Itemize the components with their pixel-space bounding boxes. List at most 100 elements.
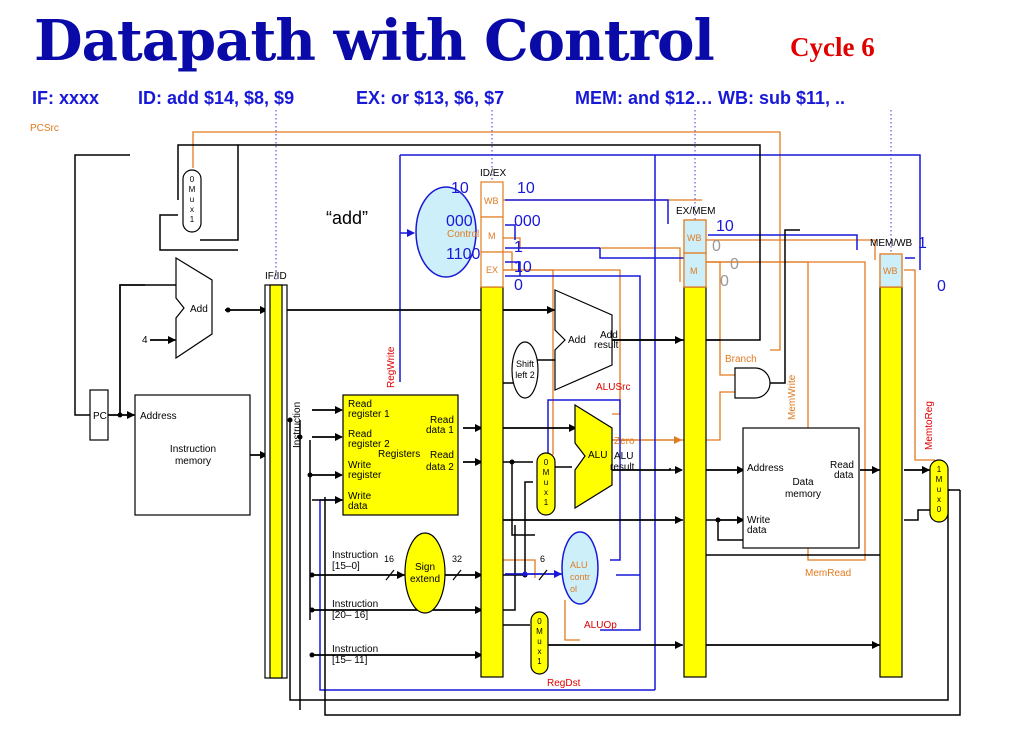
regdst-label: RegDst	[547, 678, 581, 689]
field-15-11-b: [15– 11]	[332, 655, 368, 666]
wb-mux-m: M	[936, 475, 943, 484]
pc-mux	[182, 169, 202, 233]
stage-id: ID: add $14, $8, $9	[138, 88, 295, 108]
exmem-m-b: 0	[730, 256, 739, 273]
reg-rd2-b: data 2	[426, 462, 454, 473]
alusrc-mux-m: M	[543, 468, 550, 477]
wb-mux-1: 1	[937, 465, 942, 474]
wb-mux-u: u	[937, 485, 941, 494]
alu-label: ALU	[588, 450, 607, 461]
reg-read1-b: register 1	[348, 409, 390, 420]
idex-ex-a: 1	[514, 239, 523, 256]
memwrite-label: MemWrite	[787, 374, 798, 420]
control-unit	[415, 186, 477, 278]
imem-address-label: Address	[140, 411, 177, 422]
memwb-label: MEM/WB	[870, 238, 913, 249]
shift-left-2	[511, 341, 539, 399]
reg-rd1-a: Read	[430, 415, 454, 426]
register-file	[342, 394, 459, 516]
const-four: 4	[142, 335, 148, 346]
reg-write-a: Write	[348, 460, 372, 471]
pc-mux-0: 0	[190, 175, 195, 184]
alu-control-a: ALU	[570, 560, 588, 570]
alusrc-mux	[536, 452, 556, 516]
instruction-memory	[134, 394, 251, 516]
exmem-wb-field: WB	[687, 233, 702, 243]
reg-read2-a: Read	[348, 429, 372, 440]
dmem-wdata-b: data	[747, 525, 767, 536]
idex-ex-b: 10	[514, 259, 532, 276]
alusrc-mux-1: 1	[544, 498, 549, 507]
alu-zero-label: Zero	[614, 436, 635, 447]
data-memory	[742, 427, 860, 549]
registers-title: Registers	[378, 449, 420, 460]
reg-rd1-b: data 1	[426, 425, 454, 436]
reg-wdata-b: data	[348, 501, 368, 512]
idex-label: ID/EX	[480, 168, 506, 179]
stage-mem-wb: MEM: and $12… WB: sub $11, ..	[575, 88, 846, 108]
regwrite-label: RegWrite	[386, 346, 397, 388]
alu-control	[561, 531, 599, 605]
reg-rd2-a: Read	[430, 450, 454, 461]
alu-control-b: contr	[570, 572, 590, 582]
alu	[574, 403, 613, 510]
dmem-wdata-a: Write	[747, 515, 771, 526]
ifid-label: IF/ID	[265, 271, 287, 282]
field-20-16-b: [20– 16]	[332, 610, 368, 621]
stage-if: IF: xxxx	[32, 88, 100, 108]
memtoreg-label: MemtoReg	[924, 401, 935, 450]
branch-label: Branch	[725, 354, 757, 365]
dmem-read-a: Read	[830, 460, 854, 471]
idex-m-in: 000	[446, 213, 473, 230]
dmem-label-a: Data	[792, 477, 814, 488]
exmem-m-c: 0	[720, 273, 729, 290]
idex-wb-out: 10	[517, 180, 535, 197]
dmem-label-b: memory	[785, 489, 821, 500]
alusrc-mux-u: u	[544, 478, 548, 487]
regdst-mux	[530, 611, 549, 675]
dmem-address: Address	[747, 463, 784, 474]
idex-wb-field: WB	[484, 196, 499, 206]
pcsrc-label: PCSrc	[30, 123, 59, 134]
aluop-label: ALUOp	[584, 620, 617, 631]
shift-left-a: Shift	[516, 359, 535, 369]
width-6: 6	[540, 554, 545, 564]
reg-read2-b: register 2	[348, 439, 390, 450]
alu-result-a: ALU	[614, 451, 633, 462]
control-label: Control	[447, 229, 479, 240]
idex-wb-in: 10	[451, 180, 469, 197]
width-16: 16	[384, 554, 394, 564]
dmem-read-b: data	[834, 470, 854, 481]
branch-adder-label: Add	[568, 335, 586, 346]
regdst-mux-m: M	[536, 627, 543, 636]
memread-label: MemRead	[805, 568, 851, 579]
instruction-vertical-label: Instruction	[292, 402, 303, 448]
memwb-b: 0	[937, 278, 946, 295]
alu-result-b: result	[610, 462, 635, 473]
idex-m-field: M	[488, 231, 496, 241]
exmem-m-field: M	[690, 266, 698, 276]
exmem-label: EX/MEM	[676, 206, 715, 217]
branch-and-gate	[734, 367, 771, 399]
exmem-m-a: 0	[712, 238, 721, 255]
pc-mux-m: M	[189, 185, 196, 194]
reg-write-b: register	[348, 470, 382, 481]
pc-register	[89, 389, 109, 441]
sign-extend-a: Sign	[415, 562, 435, 573]
wb-mux-0: 0	[937, 505, 942, 514]
branch-adder	[554, 289, 613, 391]
pc-mux-x: x	[190, 205, 194, 214]
exmem-wb-out: 10	[716, 218, 734, 235]
branch-adder-result-b: result	[594, 340, 619, 351]
stage-ex: EX: or $13, $6, $7	[356, 88, 505, 108]
pc-adder-label: Add	[190, 304, 208, 315]
shift-left-b: left 2	[515, 370, 535, 380]
regdst-mux-1: 1	[537, 657, 542, 666]
pc-mux-u: u	[190, 195, 194, 204]
pc-adder	[175, 256, 213, 360]
regdst-mux-0: 0	[537, 617, 542, 626]
regdst-mux-u: u	[537, 637, 541, 646]
branch-adder-result-a: Add	[600, 330, 618, 341]
sign-extend-b: extend	[410, 574, 440, 585]
